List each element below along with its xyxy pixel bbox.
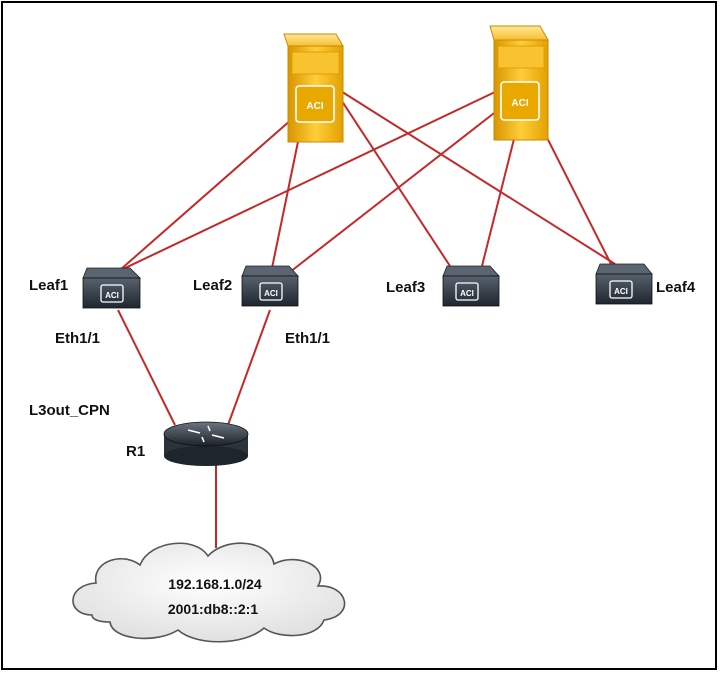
leaf3-label: Leaf3 [386,279,425,296]
spine-2-icon: ACI [489,25,549,141]
router-label: R1 [126,443,145,460]
router-r1-icon [163,421,249,466]
link-spine2-leaf1 [99,91,496,281]
link-spine2-leaf3 [481,134,516,267]
link-spine1-leaf2 [271,131,301,269]
link-spine1-leaf3 [335,91,451,267]
leaf1-acl-text: ACI [105,291,119,300]
l3out-label: L3out_CPN [29,402,110,419]
link-spine2-leaf2 [289,109,499,273]
spine-2-acl-text: ACI [511,98,528,109]
links [99,87,616,548]
leaf1-label: Leaf1 [29,277,68,294]
leaf3-acl-text: ACI [460,289,474,298]
network-cloud-icon [72,542,346,643]
leaf1-eth-label: Eth1/1 [55,330,100,347]
cloud-ipv4-label: 192.168.1.0/24 [168,576,262,592]
cloud-ipv6-label: 2001:db8::2:1 [168,601,258,617]
link-leaf1-r1 [117,309,176,426]
leaf2-icon: ACI [241,265,299,307]
spine-1-acl-text: ACI [306,101,323,112]
leaf4-label: Leaf4 [656,279,696,296]
leaf4-acl-text: ACI [614,287,628,296]
link-spine2-leaf4 [536,117,613,267]
spine-1-icon: ACI [283,33,344,143]
link-spine1-leaf1 [119,111,301,271]
leaf3-icon: ACI [442,265,500,307]
link-leaf2-r1 [227,309,271,426]
leaf2-acl-text: ACI [264,289,278,298]
leaf2-label: Leaf2 [193,277,232,294]
leaf2-eth-label: Eth1/1 [285,330,330,347]
leaf1-icon: ACI [82,267,141,309]
link-spine1-leaf4 [335,87,616,265]
leaf4-icon: ACI [595,263,653,305]
